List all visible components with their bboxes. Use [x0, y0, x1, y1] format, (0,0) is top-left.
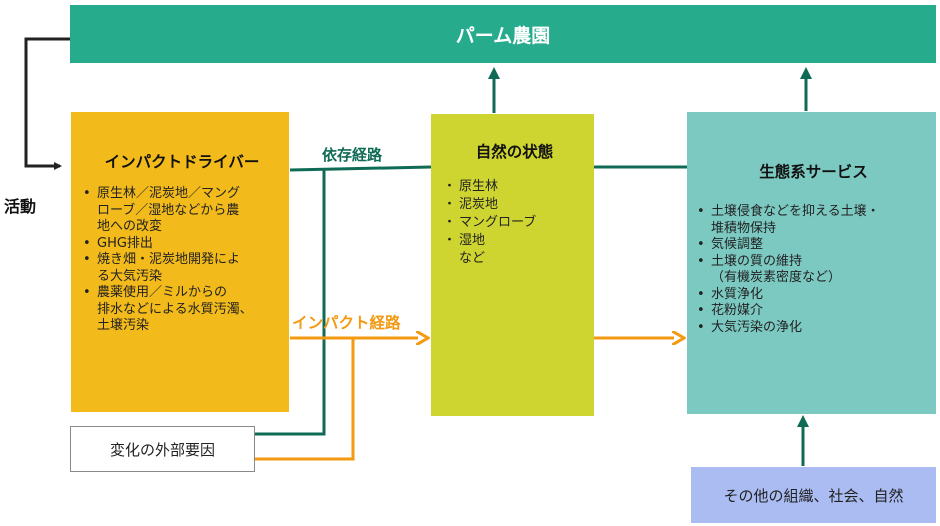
driver-item: 農薬使用／ミルからの 排水などによる水質汚濁、 土壌汚染 [83, 285, 281, 335]
service-item: 水質浄化 [697, 287, 930, 304]
driver-item: 焼き畑・泥炭地開発によ る大気汚染 [83, 252, 281, 285]
activity-arrow [24, 37, 70, 170]
driver-item: GHG排出 [83, 236, 281, 253]
activity-label: 活動 [4, 197, 37, 216]
service-item: 土壌侵食などを抑える土壌・ 堆積物保持 [697, 204, 930, 237]
driver-item: 原生林／泥炭地／マング ローブ／湿地などから農 地への改変 [83, 186, 281, 236]
external-factors-label: 変化の外部要因 [109, 440, 215, 459]
natural-state-item: 原生林 [443, 178, 584, 196]
external-factors-box: 変化の外部要因 [70, 426, 255, 472]
impact-drivers-box: インパクトドライバー 原生林／泥炭地／マング ローブ／湿地などから農 地への改変… [71, 112, 289, 412]
ecosystem-services-box: 生態系サービス 土壌侵食などを抑える土壌・ 堆積物保持 気候調整 土壌の質の維持… [687, 112, 936, 414]
dependency-path-label: 依存経路 [322, 146, 383, 164]
natural-state-title: 自然の状態 [475, 143, 554, 161]
impact-path-label: インパクト経路 [292, 314, 401, 332]
service-item: 土壌の質の維持 （有機炭素密度など） [697, 254, 930, 287]
service-item: 花粉媒介 [697, 303, 930, 320]
service-item: 大気汚染の浄化 [697, 320, 930, 337]
natural-state-etc: など [459, 251, 486, 266]
dependency-path-line [289, 165, 432, 172]
other-actors-box: その他の組織、社会、自然 [691, 467, 936, 523]
external-impact-connector [255, 338, 355, 461]
external-dependency-connector [255, 170, 326, 436]
impact-drivers-title: インパクトドライバー [104, 153, 260, 171]
other-actors-label: その他の組織、社会、自然 [723, 486, 904, 505]
natural-state-item: マングローブ [443, 214, 584, 232]
natural-state-item: 湿地 [443, 232, 584, 250]
natural-state-box: 自然の状態 原生林 泥炭地 マングローブ 湿地 など [431, 114, 594, 416]
natural-state-item: 泥炭地 [443, 196, 584, 214]
palm-plantation-banner: パーム農園 [70, 5, 936, 63]
service-item: 気候調整 [697, 237, 930, 254]
ecosystem-services-title: 生態系サービス [759, 163, 868, 181]
banner-title: パーム農園 [455, 24, 551, 47]
